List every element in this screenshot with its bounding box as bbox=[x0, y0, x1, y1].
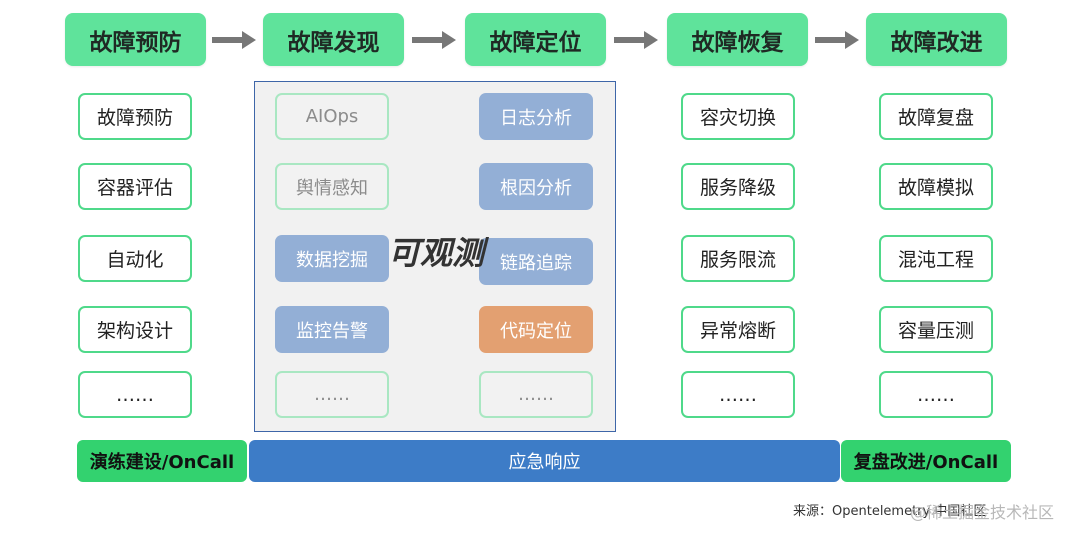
stage-discovery: 故障发现 bbox=[263, 13, 404, 66]
location-item: 日志分析 bbox=[479, 93, 593, 140]
recovery-item: 服务限流 bbox=[681, 235, 795, 282]
recovery-item: 异常熔断 bbox=[681, 306, 795, 353]
stage-location: 故障定位 bbox=[465, 13, 606, 66]
prevention-item: 架构设计 bbox=[78, 306, 192, 353]
observability-label: 可观测 bbox=[387, 234, 484, 272]
arrow-right-icon bbox=[212, 31, 256, 49]
watermark: @稀土掘金技术社区 bbox=[910, 503, 1055, 522]
improvement-item: 故障模拟 bbox=[879, 163, 993, 210]
prevention-item: 自动化 bbox=[78, 235, 192, 282]
prevention-item: …… bbox=[78, 371, 192, 418]
location-item: 链路追踪 bbox=[479, 238, 593, 285]
improvement-item: 混沌工程 bbox=[879, 235, 993, 282]
improvement-item: 故障复盘 bbox=[879, 93, 993, 140]
arrow-right-icon bbox=[614, 31, 658, 49]
stage-recovery: 故障恢复 bbox=[667, 13, 808, 66]
arrow-right-icon bbox=[412, 31, 456, 49]
prevention-item: 容器评估 bbox=[78, 163, 192, 210]
improvement-item: …… bbox=[879, 371, 993, 418]
source-caption: 来源：Opentelemetry 中国社区 bbox=[793, 504, 987, 519]
recovery-item: 容灾切换 bbox=[681, 93, 795, 140]
review-oncall-bar: 复盘改进/OnCall bbox=[841, 440, 1011, 482]
discovery-item: 舆情感知 bbox=[275, 163, 389, 210]
discovery-item: AIOps bbox=[275, 93, 389, 140]
stage-prevention: 故障预防 bbox=[65, 13, 206, 66]
location-item: …… bbox=[479, 371, 593, 418]
discovery-item: 监控告警 bbox=[275, 306, 389, 353]
discovery-item: …… bbox=[275, 371, 389, 418]
recovery-item: …… bbox=[681, 371, 795, 418]
improvement-item: 容量压测 bbox=[879, 306, 993, 353]
emergency-response-bar: 应急响应 bbox=[249, 440, 840, 482]
location-item: 代码定位 bbox=[479, 306, 593, 353]
discovery-item: 数据挖掘 bbox=[275, 235, 389, 282]
prevention-item: 故障预防 bbox=[78, 93, 192, 140]
stage-improvement: 故障改进 bbox=[866, 13, 1007, 66]
drill-oncall-bar: 演练建设/OnCall bbox=[77, 440, 247, 482]
arrow-right-icon bbox=[815, 31, 859, 49]
location-item: 根因分析 bbox=[479, 163, 593, 210]
recovery-item: 服务降级 bbox=[681, 163, 795, 210]
